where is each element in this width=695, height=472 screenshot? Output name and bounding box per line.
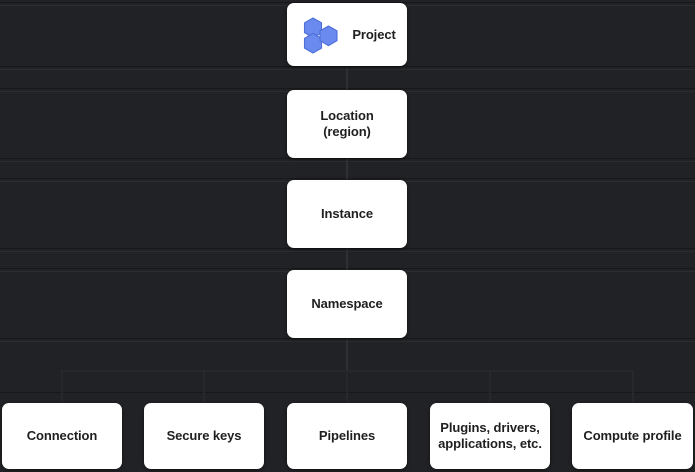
background-band (0, 158, 695, 159)
connector-branch-connection (61, 370, 63, 402)
background-band (0, 66, 695, 67)
node-plugins-label: Plugins, drivers, applications, etc. (438, 420, 542, 451)
node-location[interactable]: Location (region) (287, 90, 407, 158)
node-location-label: Location (region) (320, 108, 374, 139)
node-pipelines-label: Pipelines (318, 428, 376, 443)
node-secure-keys-label: Secure keys (166, 428, 242, 443)
node-compute-profile[interactable]: Compute profile (572, 403, 693, 469)
project-hexagons-icon (304, 16, 338, 54)
background-band (0, 341, 695, 342)
background-band (0, 178, 695, 179)
node-compute-profile-label: Compute profile (583, 428, 682, 443)
node-project-label: Project (352, 26, 396, 42)
node-connection[interactable]: Connection (2, 403, 122, 469)
node-namespace-label: Namespace (311, 296, 383, 311)
connector-branch-bus (61, 370, 633, 372)
node-pipelines[interactable]: Pipelines (287, 403, 407, 469)
connector-branch-pipelines (346, 370, 348, 402)
connector-branch-plugins (489, 370, 491, 402)
background-band (0, 251, 695, 252)
node-namespace[interactable]: Namespace (287, 270, 407, 338)
node-connection-label: Connection (26, 428, 98, 443)
node-secure-keys[interactable]: Secure keys (144, 403, 264, 469)
node-instance[interactable]: Instance (287, 180, 407, 248)
background-band (0, 88, 695, 89)
node-project[interactable]: Project (287, 3, 407, 66)
connector-branch-compute-profile (632, 370, 634, 402)
connector-branch-secure-keys (203, 370, 205, 402)
connector-instance-namespace (346, 249, 348, 269)
connector-location-instance (346, 159, 348, 179)
node-plugins[interactable]: Plugins, drivers, applications, etc. (430, 403, 550, 469)
background-band (0, 69, 695, 70)
connector-project-location (346, 68, 348, 89)
background-band (0, 392, 695, 393)
background-band (0, 268, 695, 269)
background-band (0, 248, 695, 249)
node-instance-label: Instance (321, 206, 373, 221)
background-band (0, 161, 695, 162)
connector-namespace-branch (346, 339, 348, 371)
background-band (0, 338, 695, 339)
